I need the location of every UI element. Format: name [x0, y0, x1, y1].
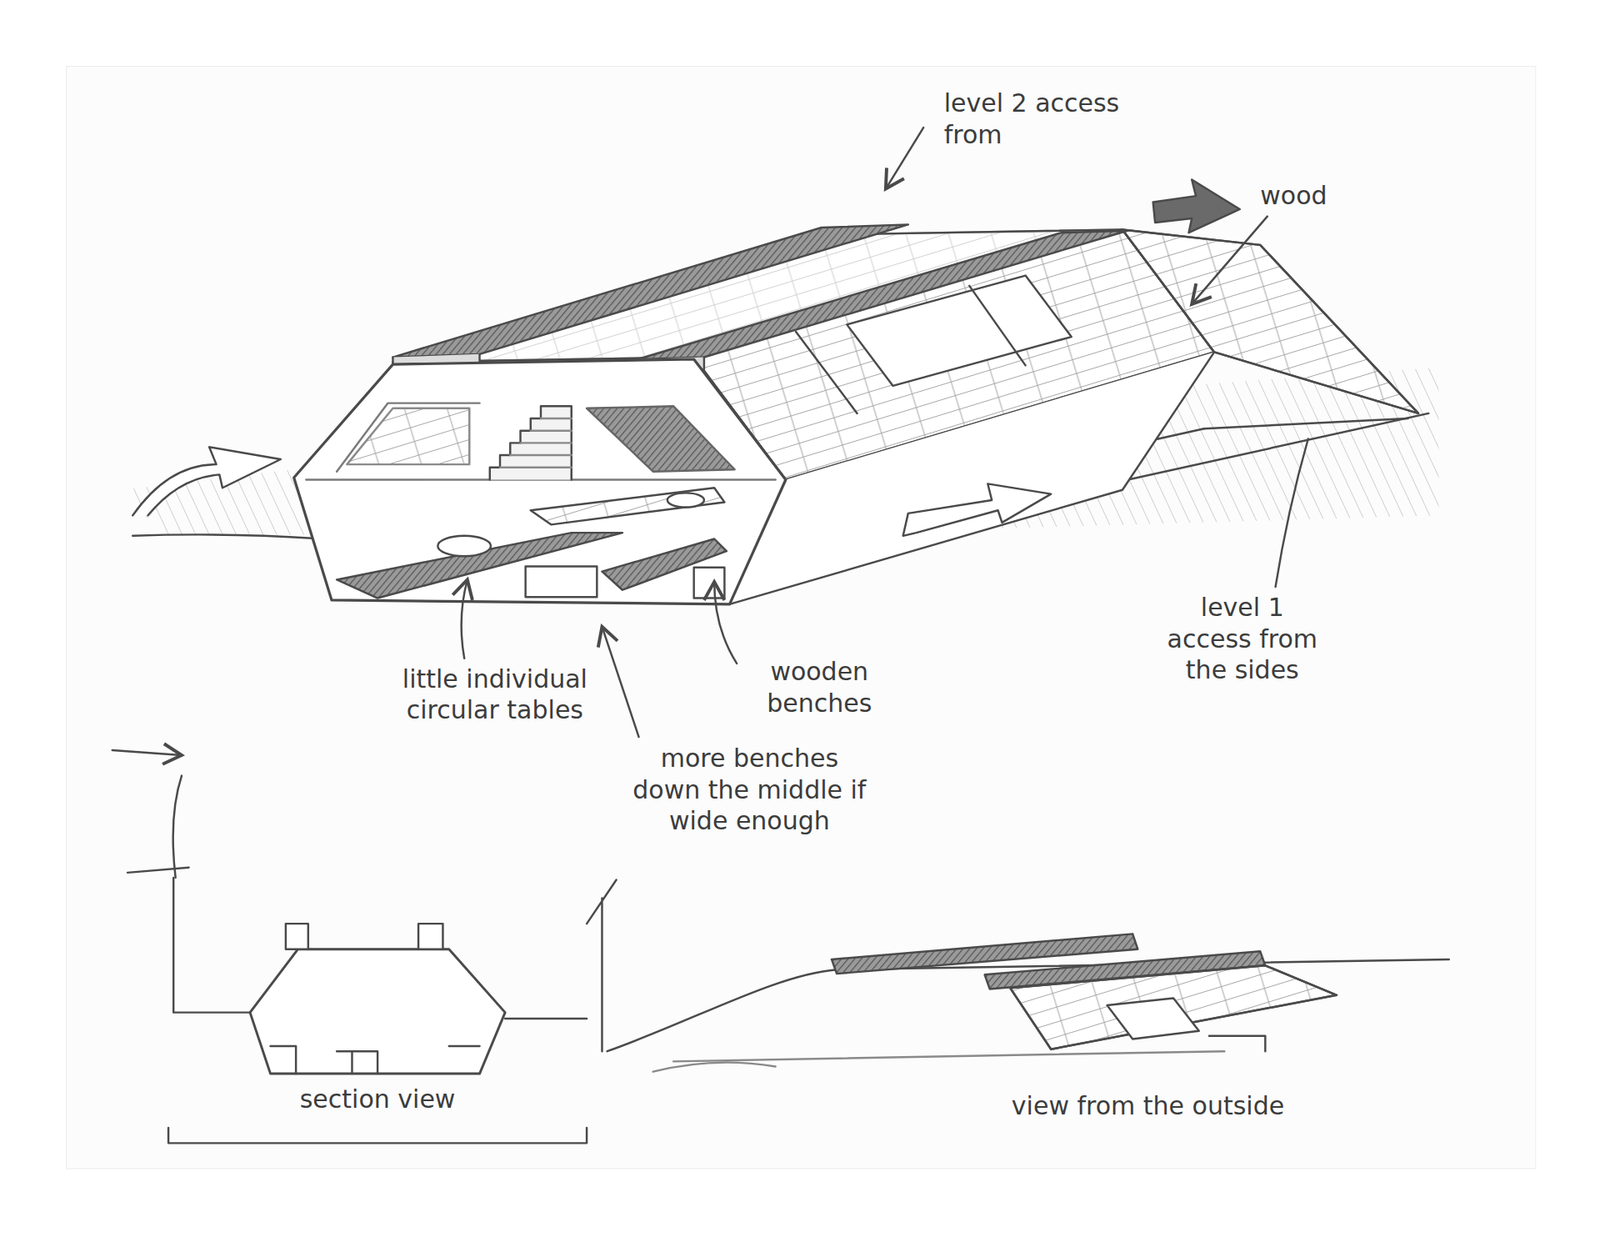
wooden-bench — [530, 487, 725, 525]
side-entry — [1209, 1035, 1265, 1051]
annotation-label: level 2 access from — [944, 87, 1128, 150]
bracket — [168, 1127, 587, 1143]
panel-divider — [969, 285, 1025, 366]
side-entry — [1204, 418, 1409, 429]
roof-strip — [285, 923, 309, 950]
cut-line — [586, 879, 617, 1051]
ground-line — [505, 1017, 587, 1020]
section-outline — [250, 949, 505, 1074]
wood-panel — [1010, 965, 1337, 1049]
leader-line — [1191, 216, 1268, 305]
annotation-label: wood — [1260, 180, 1383, 212]
roof-strip — [637, 230, 1128, 360]
lower-wall — [730, 351, 1215, 604]
annotation-label: level 1 access from the sides — [1158, 591, 1327, 686]
panel-divider — [795, 331, 857, 414]
annotation-label: little individual circular tables — [392, 663, 597, 726]
paper-sheet — [66, 66, 1536, 1169]
entry-arrow — [132, 446, 281, 515]
wooden-bench — [336, 532, 623, 598]
stair-steps — [500, 418, 572, 468]
wood-planks — [1010, 965, 1337, 1049]
leader-line — [885, 127, 924, 189]
section-outline — [294, 359, 786, 605]
interior-wood — [346, 408, 470, 465]
annotation-label: wooden benches — [742, 655, 896, 719]
stairs — [490, 405, 572, 480]
entry-arrow — [903, 483, 1052, 535]
entry-arrow — [1153, 179, 1240, 233]
roof-strip — [418, 923, 443, 950]
interior-wall — [336, 403, 480, 472]
bench-block — [694, 567, 725, 599]
circular-table — [437, 535, 491, 556]
interior-wall — [586, 405, 735, 471]
annotation-label: view from the outside — [918, 1090, 1378, 1122]
cut-arrow — [112, 750, 182, 755]
section-benches — [270, 1045, 480, 1074]
roof-strip — [392, 224, 908, 357]
bench-block — [525, 566, 598, 598]
leader-line — [1275, 439, 1309, 588]
ground-line — [127, 867, 250, 1013]
leader-line — [601, 626, 639, 737]
ground-line — [653, 1050, 1225, 1071]
annotation-label: section view — [240, 1083, 516, 1115]
circular-table — [667, 492, 705, 507]
glass-window — [1107, 997, 1200, 1039]
leader-line — [714, 581, 737, 664]
annotation-label: more benches down the middle if wide eno… — [624, 742, 875, 837]
cut-line — [173, 775, 182, 878]
leader-line — [461, 579, 468, 658]
